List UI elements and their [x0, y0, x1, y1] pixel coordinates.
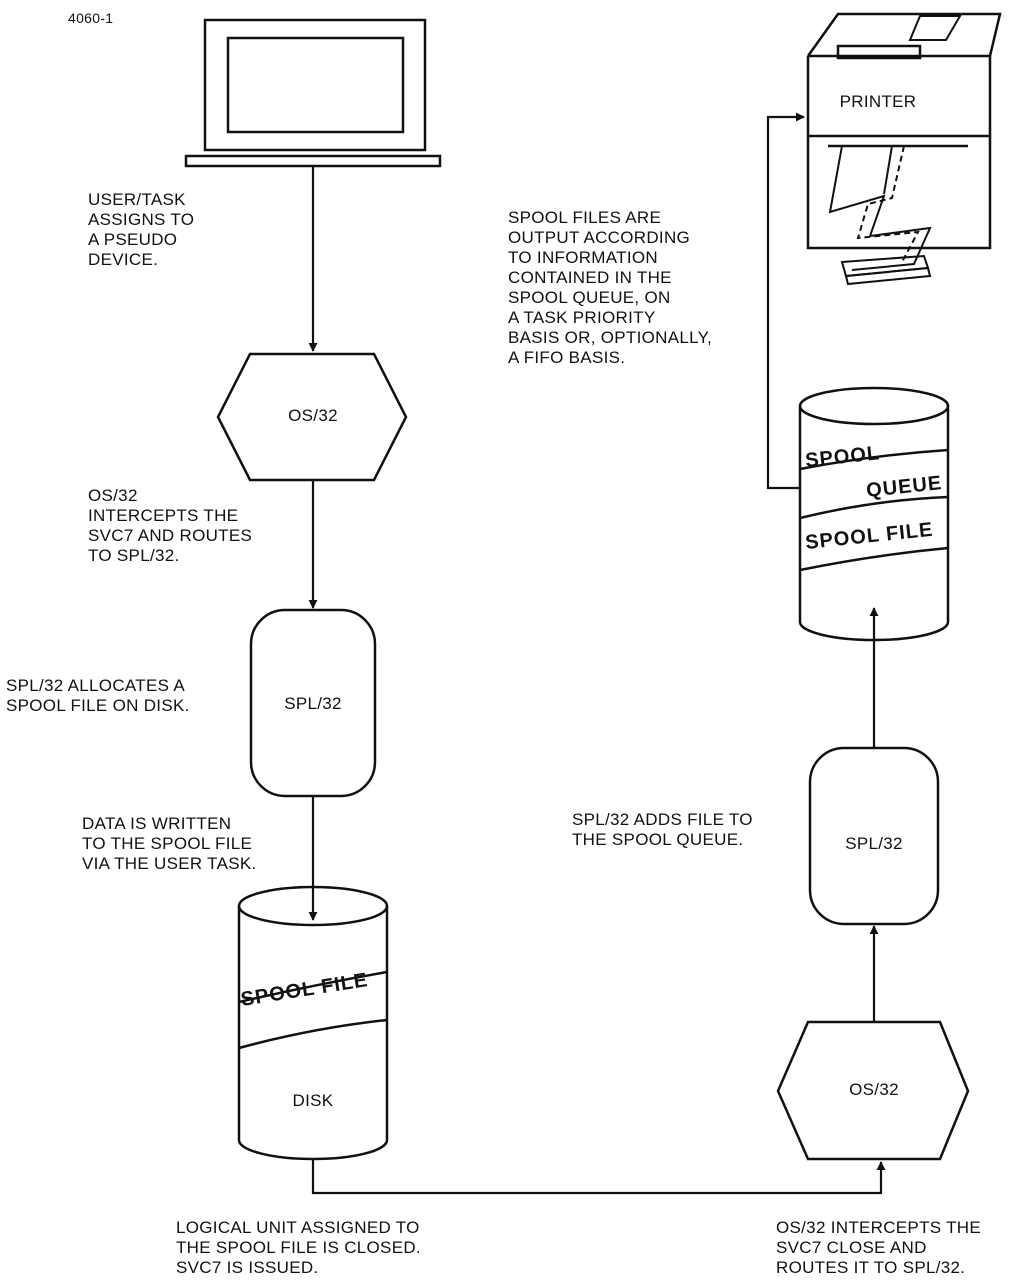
caption-user-task: USER/TASK ASSIGNS TO A PSEUDO DEVICE. [88, 190, 194, 270]
printer-label: PRINTER [808, 92, 948, 112]
flow-arrow-disk-to-os32 [313, 1159, 881, 1193]
queue-band-label-2: SPOOL FILE [804, 519, 934, 554]
disk-label: DISK [239, 1091, 387, 1111]
disk-cylinder [239, 887, 387, 1159]
printer-icon [808, 14, 1000, 284]
terminal-icon [186, 20, 440, 166]
spl32-left-label: SPL/32 [251, 694, 375, 714]
caption-data-written: DATA IS WRITTEN TO THE SPOOL FILE VIA TH… [82, 814, 257, 874]
disk-band-label: SPOOL FILE [239, 969, 369, 1011]
spool-queue-cylinder [800, 388, 948, 640]
spl32-right-label: SPL/32 [810, 834, 938, 854]
flow-arrow-queue-to-printer [768, 117, 804, 488]
caption-os32-intercepts: OS/32 INTERCEPTS THE SVC7 AND ROUTES TO … [88, 486, 252, 566]
queue-band-label-1a: SPOOL [804, 442, 881, 472]
caption-os32-close: OS/32 INTERCEPTS THE SVC7 CLOSE AND ROUT… [776, 1218, 981, 1278]
caption-logical-unit: LOGICAL UNIT ASSIGNED TO THE SPOOL FILE … [176, 1218, 421, 1278]
os32-top-label: OS/32 [250, 406, 376, 426]
caption-spl32-allocates: SPL/32 ALLOCATES A SPOOL FILE ON DISK. [6, 676, 190, 716]
figure-id: 4060-1 [68, 8, 113, 28]
caption-spl32-adds: SPL/32 ADDS FILE TO THE SPOOL QUEUE. [572, 810, 753, 850]
os32-bottom-label: OS/32 [808, 1080, 940, 1100]
caption-spool-output: SPOOL FILES ARE OUTPUT ACCORDING TO INFO… [508, 208, 712, 368]
